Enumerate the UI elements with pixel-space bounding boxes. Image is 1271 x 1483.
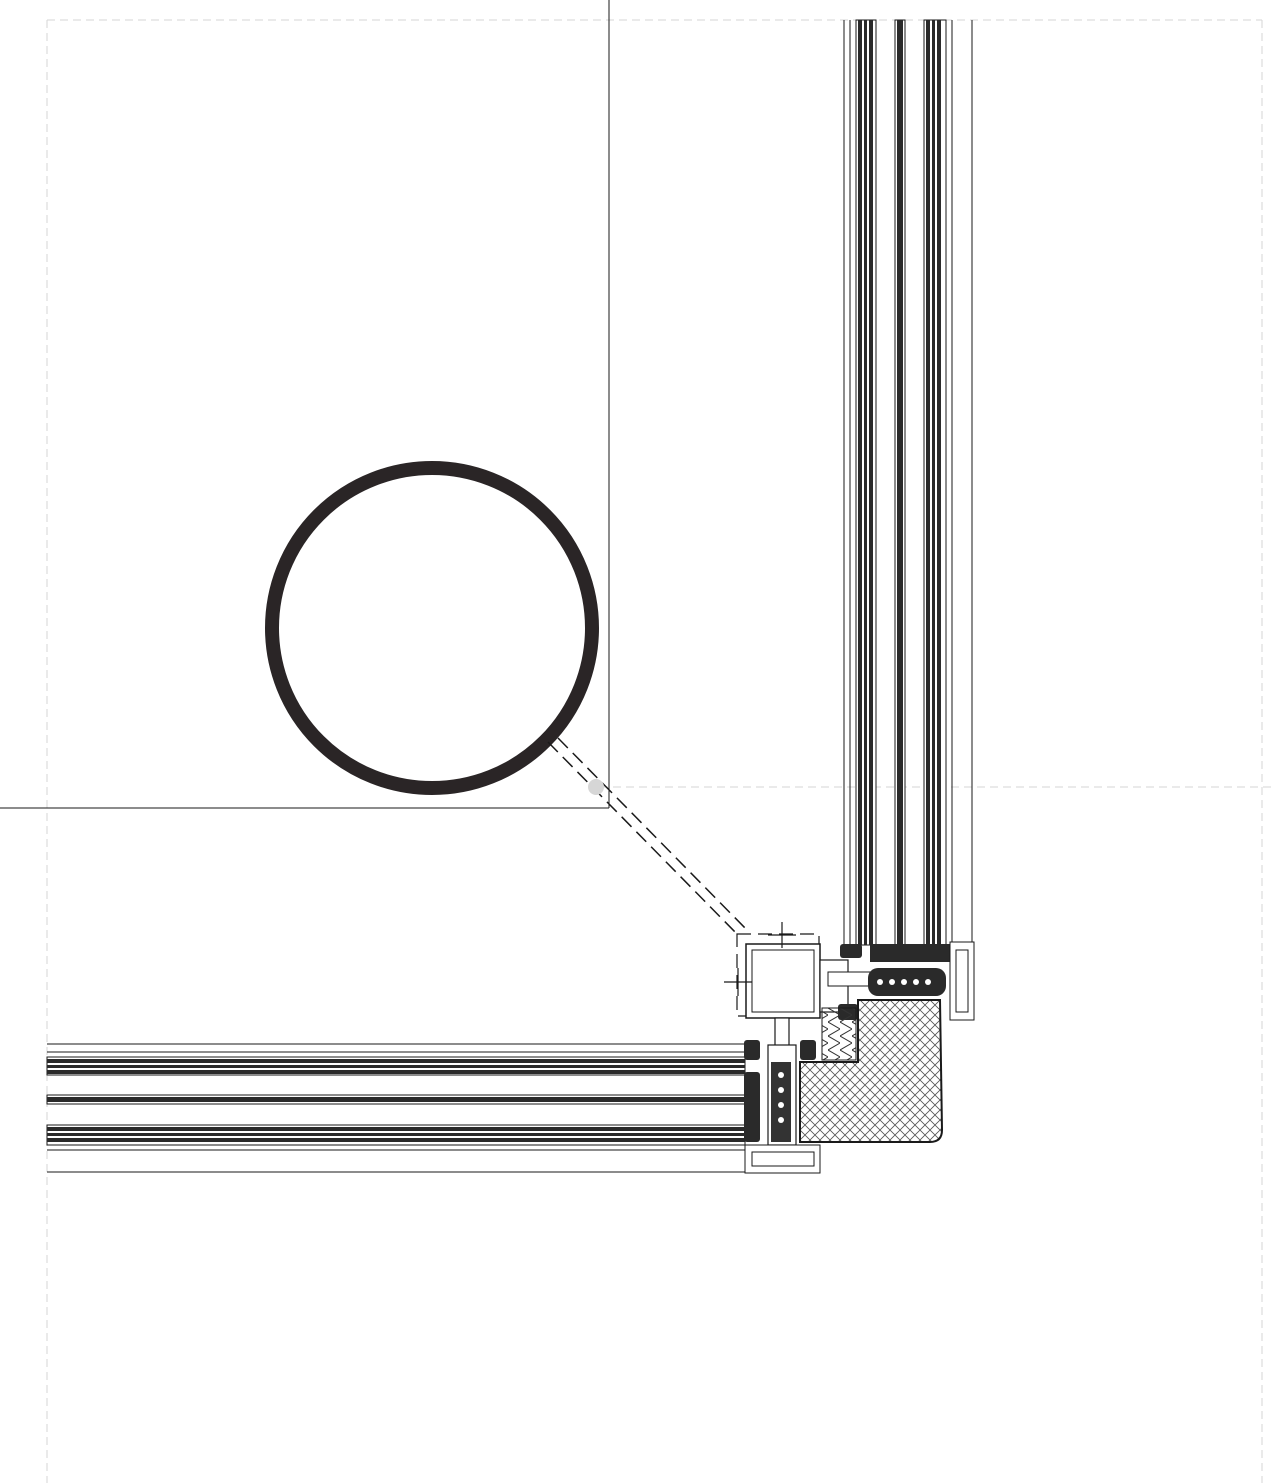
cap-profile — [744, 941, 975, 1174]
vertical-glazing-unit — [843, 19, 973, 946]
timber-corner-post — [799, 999, 944, 1143]
callout-circle — [265, 461, 599, 795]
leader-dot — [588, 779, 604, 795]
corner-mullion-profile — [724, 922, 871, 1146]
leader-line — [547, 737, 749, 936]
gasket-detail — [778, 979, 931, 1123]
insulation-strip — [821, 1007, 857, 1061]
horizontal-glazing-unit — [46, 1043, 746, 1173]
guide-lines — [46, 19, 1271, 1483]
frame-lines — [0, 0, 610, 809]
